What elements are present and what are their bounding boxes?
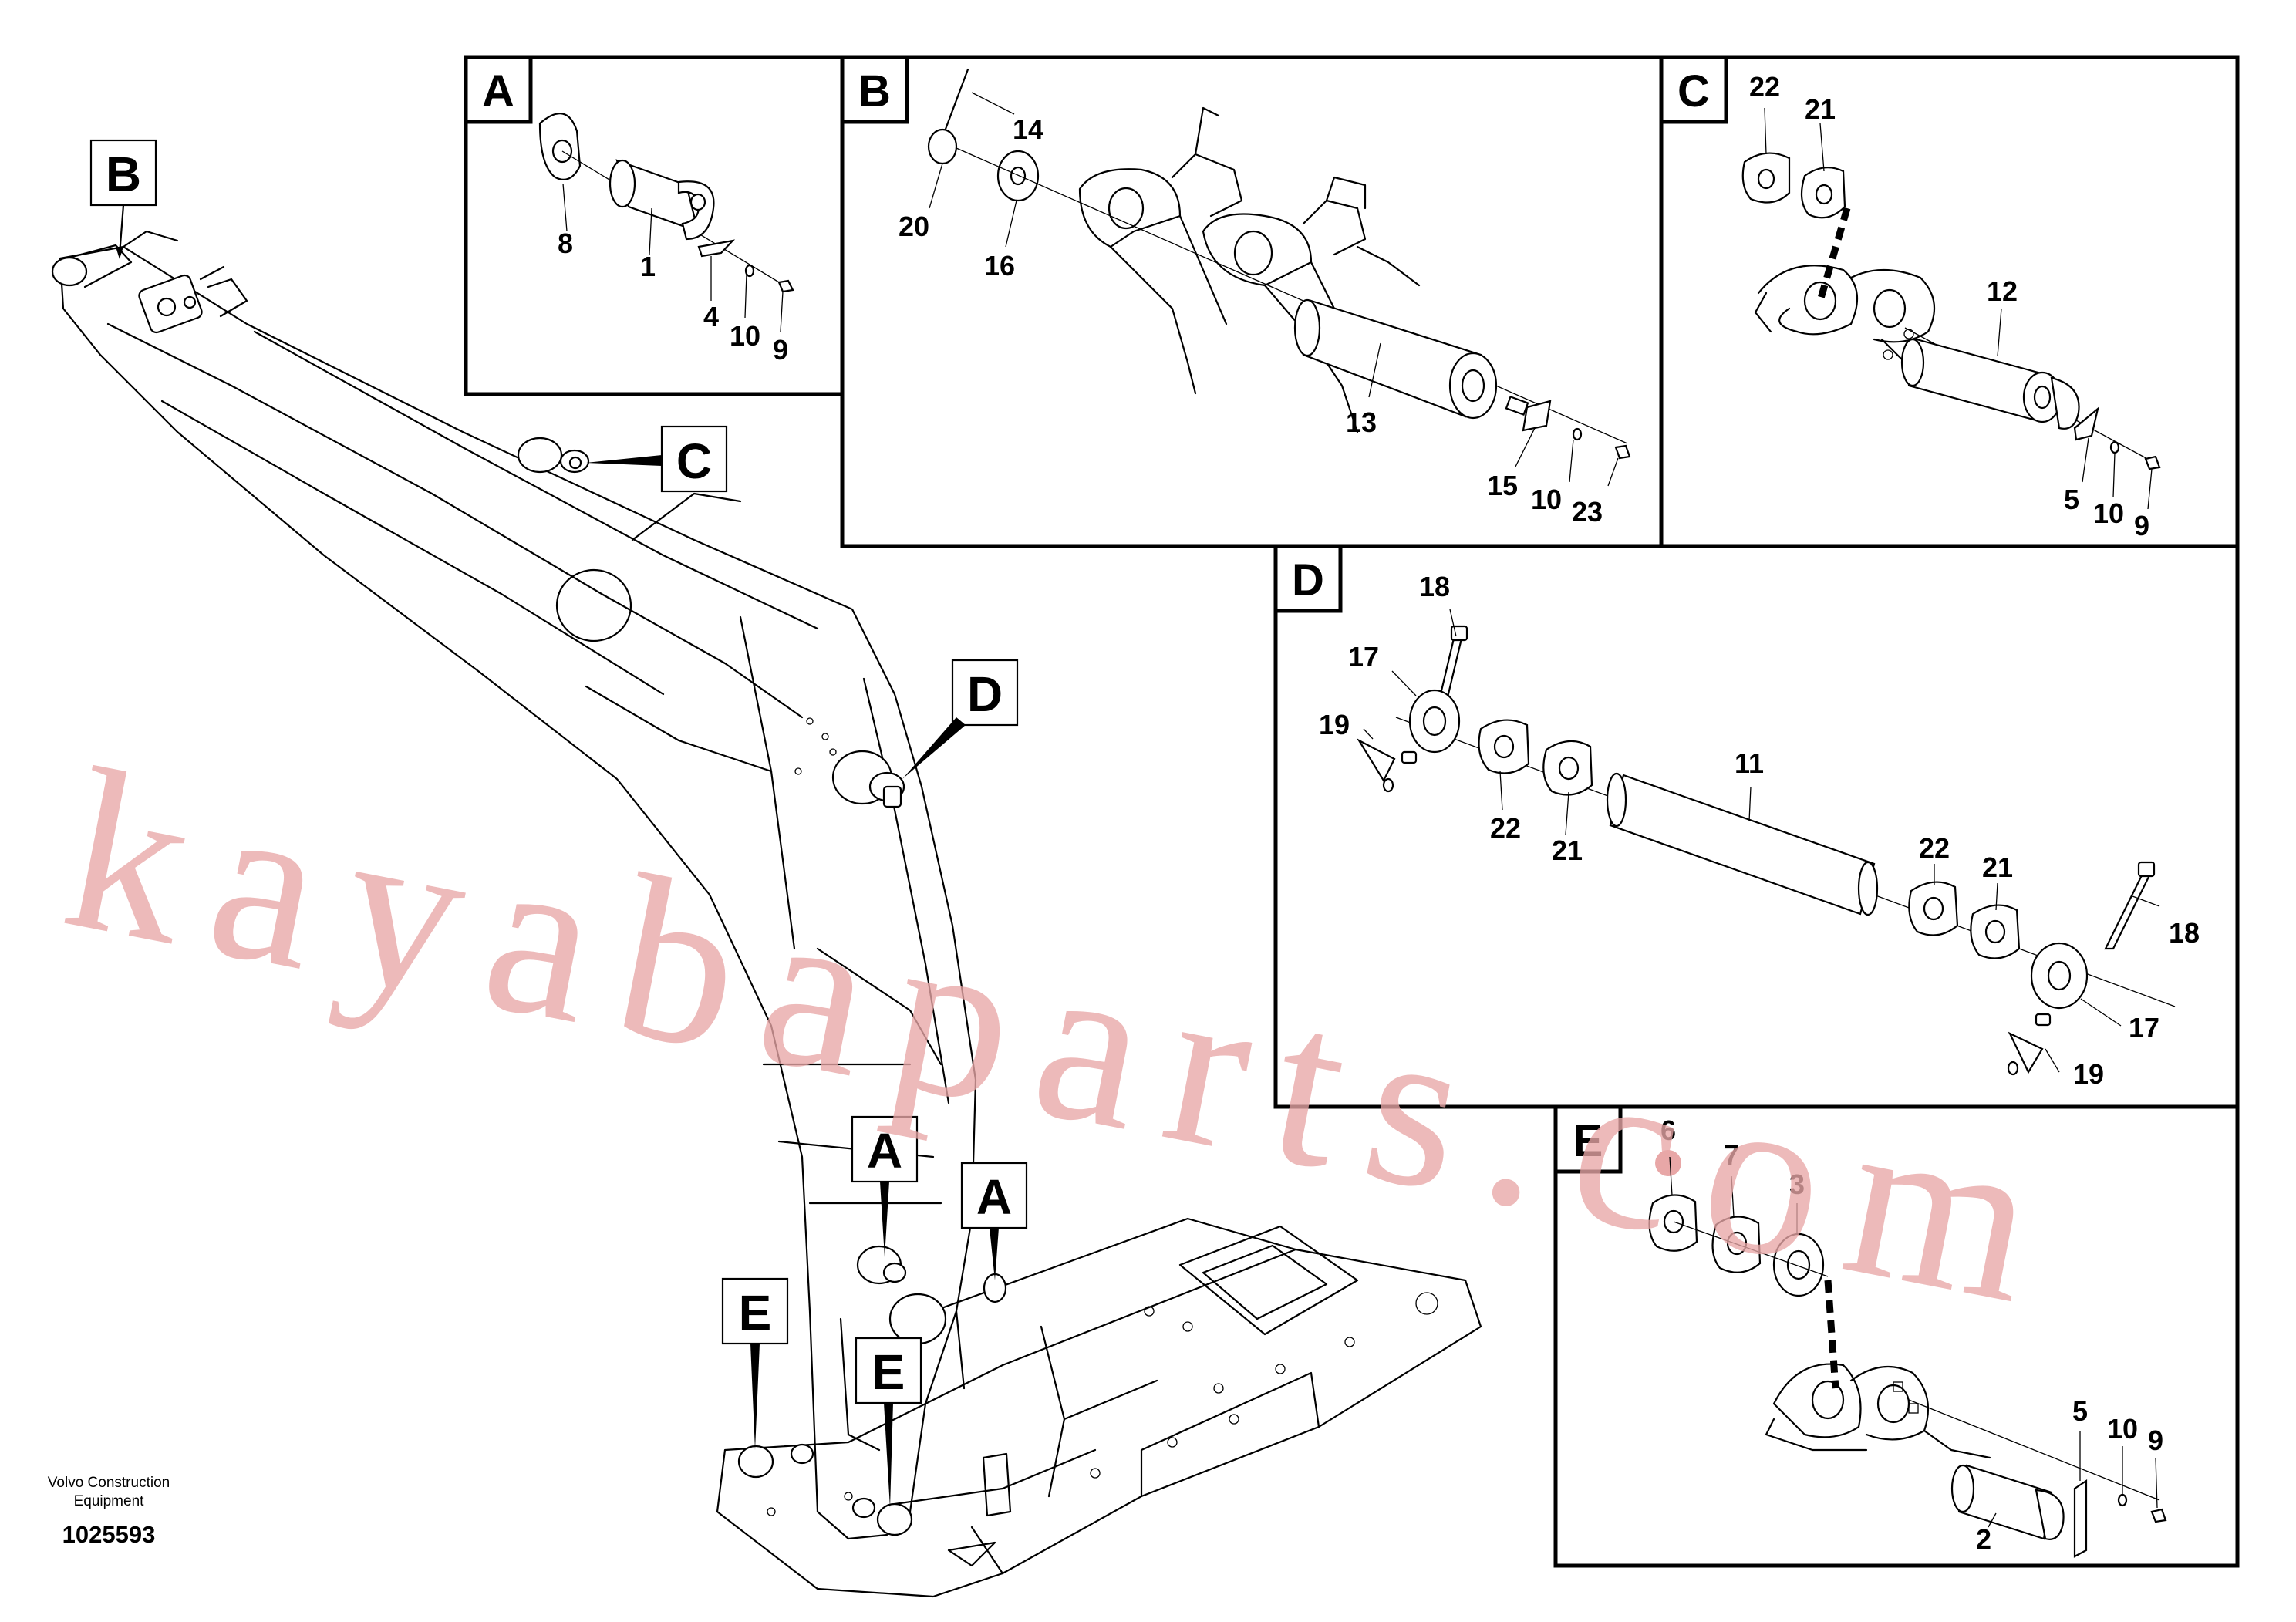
boom-assembly xyxy=(51,230,977,1540)
svg-text:15: 15 xyxy=(1487,470,1518,501)
svg-text:18: 18 xyxy=(1419,571,1450,602)
callout-a2: A xyxy=(960,1162,1028,1280)
svg-text:10: 10 xyxy=(1531,484,1562,515)
svg-text:17: 17 xyxy=(2129,1012,2159,1044)
svg-text:C: C xyxy=(676,433,712,489)
svg-text:14: 14 xyxy=(1013,113,1043,145)
svg-text:22: 22 xyxy=(1919,832,1950,864)
svg-text:A: A xyxy=(482,66,514,116)
svg-text:9: 9 xyxy=(2148,1425,2163,1456)
svg-text:11: 11 xyxy=(1735,747,1764,779)
svg-text:10: 10 xyxy=(730,320,760,352)
svg-text:22: 22 xyxy=(1749,71,1780,103)
svg-text:3: 3 xyxy=(1789,1168,1805,1200)
svg-text:23: 23 xyxy=(1572,496,1603,528)
svg-text:22: 22 xyxy=(1490,812,1521,844)
svg-text:7: 7 xyxy=(1724,1139,1739,1171)
panel-c: C 22 21 xyxy=(1659,55,2240,548)
svg-text:9: 9 xyxy=(773,334,788,366)
svg-text:18: 18 xyxy=(2169,917,2200,949)
svg-text:D: D xyxy=(1292,555,1324,605)
svg-text:1: 1 xyxy=(640,251,656,282)
svg-text:17: 17 xyxy=(1348,641,1379,673)
svg-text:12: 12 xyxy=(1987,275,2018,307)
svg-text:10: 10 xyxy=(2093,497,2124,529)
svg-text:A: A xyxy=(867,1123,902,1179)
svg-text:2: 2 xyxy=(1976,1523,1991,1555)
svg-text:E: E xyxy=(872,1344,905,1400)
svg-text:8: 8 xyxy=(558,228,573,259)
highlight-dot xyxy=(1655,1150,1681,1176)
panel-a: A 8 1 4 10 9 xyxy=(464,55,845,396)
callout-c: C xyxy=(586,425,728,493)
svg-text:5: 5 xyxy=(2072,1395,2088,1427)
callout-e2: E xyxy=(855,1337,922,1508)
upper-frame xyxy=(716,1217,1482,1598)
callout-d: D xyxy=(902,659,1019,779)
credit-line-2: Equipment xyxy=(74,1493,145,1509)
credit-block: Volvo Construction Equipment 1025593 xyxy=(48,1475,170,1548)
callout-b: B xyxy=(89,139,157,259)
svg-text:10: 10 xyxy=(2107,1413,2138,1445)
svg-text:E: E xyxy=(739,1285,772,1340)
document-number: 1025593 xyxy=(62,1521,156,1548)
svg-text:C: C xyxy=(1677,66,1710,116)
callout-a1: A xyxy=(851,1115,919,1257)
svg-text:E: E xyxy=(1573,1116,1603,1166)
svg-text:21: 21 xyxy=(1982,851,2013,883)
panel-e: E 6 xyxy=(1553,1104,2240,1568)
panel-b: B xyxy=(840,55,1664,548)
svg-text:13: 13 xyxy=(1346,406,1377,438)
panel-d: D xyxy=(1273,544,2240,1109)
svg-text:20: 20 xyxy=(899,211,929,242)
svg-text:4: 4 xyxy=(703,301,719,332)
svg-text:6: 6 xyxy=(1660,1114,1676,1146)
svg-text:5: 5 xyxy=(2064,484,2079,515)
svg-text:9: 9 xyxy=(2134,510,2149,541)
svg-text:B: B xyxy=(106,147,141,202)
svg-text:19: 19 xyxy=(2073,1058,2104,1090)
svg-text:21: 21 xyxy=(1552,835,1583,866)
svg-text:21: 21 xyxy=(1805,93,1836,125)
callout-e1: E xyxy=(721,1277,789,1450)
svg-text:19: 19 xyxy=(1319,709,1350,740)
credit-line-1: Volvo Construction xyxy=(48,1475,170,1491)
svg-text:D: D xyxy=(967,666,1003,722)
svg-text:A: A xyxy=(976,1169,1012,1225)
svg-text:16: 16 xyxy=(984,250,1015,282)
svg-text:B: B xyxy=(858,66,891,116)
